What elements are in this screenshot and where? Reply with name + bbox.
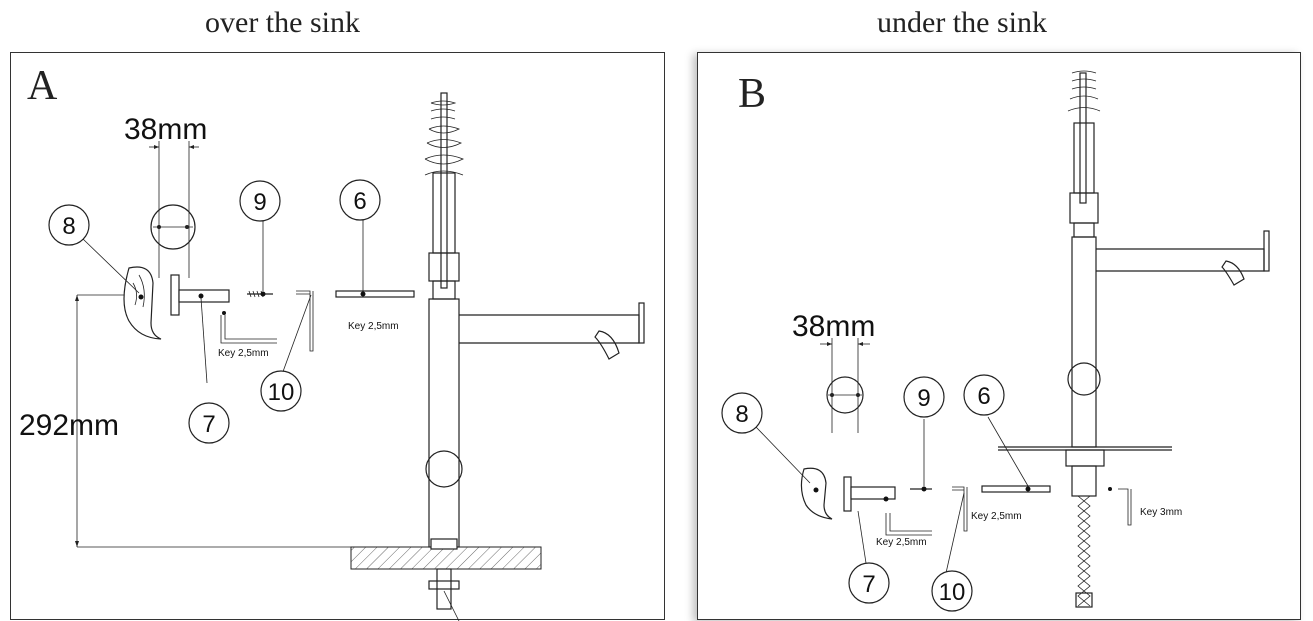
mounting-plate-part [170,274,230,384]
svg-text:6: 6 [977,383,990,410]
panel-a: A 38mm 292mm [10,52,665,621]
height-dimension [75,294,411,548]
key-label: Key 3mm [1140,507,1182,518]
svg-text:8: 8 [735,401,748,428]
hole-diameter-dimension [149,141,199,278]
mounting-hole-icon [150,204,196,250]
callout-8: 8 [721,392,811,484]
diagram-a: A 38mm 292mm [19,63,645,621]
svg-text:10: 10 [268,379,295,406]
svg-text:8: 8 [62,213,75,240]
hole-diameter-dimension [820,338,870,433]
panel-letter: A [27,63,58,109]
rod-part [335,220,415,298]
allen-key-icon [220,311,277,344]
callout-9: 9 [903,376,945,418]
allen-key-icon [885,513,932,536]
panel-b: B 38mm Key 2,5mm [697,52,1301,620]
callout-10: 10 [260,370,302,412]
caption-over-the-sink: over the sink [205,6,360,39]
screw-part [247,221,273,298]
callout-7: 7 [188,402,230,444]
faucet-drawing [350,92,645,621]
callout-9: 9 [239,180,281,222]
hole-diameter-label: 38mm [792,310,875,343]
svg-text:7: 7 [202,411,215,438]
panel-letter: B [738,71,766,117]
svg-text:9: 9 [917,385,930,412]
key-label: Key 2,5mm [218,348,269,359]
height-label: 292mm [19,409,119,442]
callout-6: 6 [339,179,381,221]
key-label: Key 2,5mm [971,511,1022,522]
mounting-hole-icon [826,376,864,414]
key-label: Key 2,5mm [876,537,927,548]
svg-text:9: 9 [253,189,266,216]
diagram-b: B 38mm Key 2,5mm [721,70,1270,612]
allen-key-icon [945,486,968,574]
svg-text:10: 10 [939,579,966,606]
screw-part [910,419,932,492]
hole-diameter-label: 38mm [124,113,207,146]
wall-bracket-part [123,266,162,340]
mounting-plate-part [843,476,896,512]
caption-under-the-sink: under the sink [877,6,1047,39]
rod-part [981,416,1051,493]
callout-7: 7 [848,510,890,604]
allen-key-icon [1108,487,1132,526]
key-label: Key 2,5mm [348,321,399,332]
callout-8: 8 [48,204,140,294]
svg-text:6: 6 [353,188,366,215]
svg-text:7: 7 [862,571,875,598]
callout-6: 6 [963,374,1005,416]
wall-bracket-part [800,467,833,520]
faucet-drawing [998,70,1270,608]
callout-10: 10 [931,570,973,612]
